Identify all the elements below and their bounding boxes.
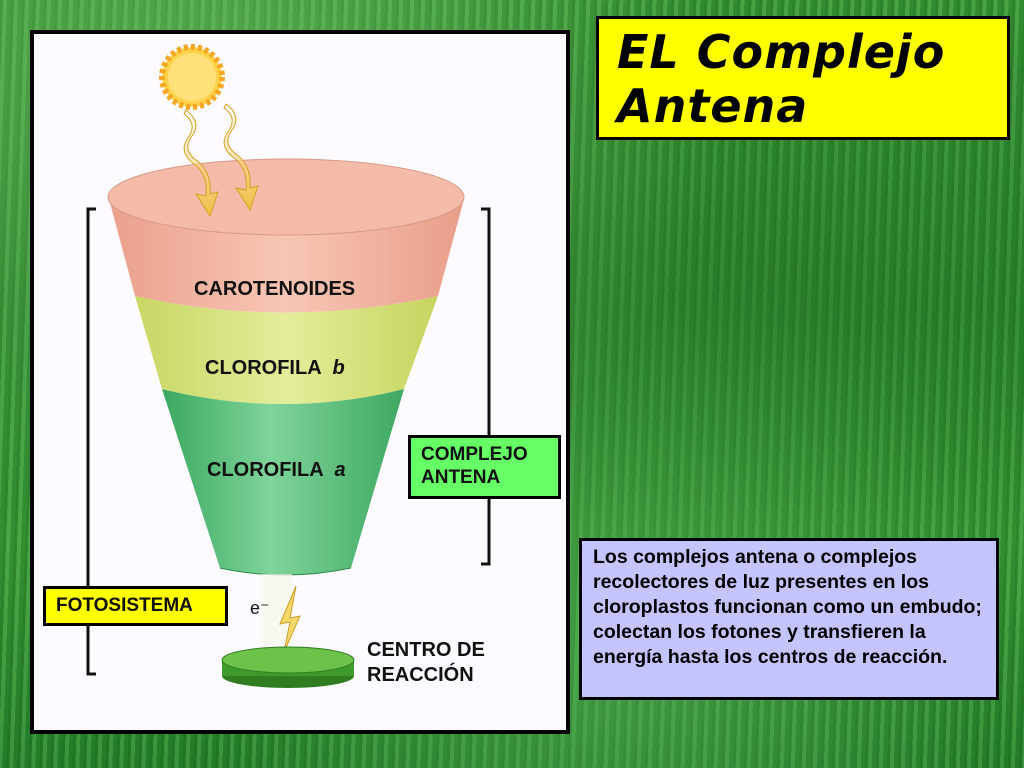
centro-line-2: REACCIÓN [367,664,474,686]
label-clorofila-a-text: CLOROFILA [207,459,323,481]
fotosistema-label: FOTOSISTEMA [43,586,228,626]
sun-icon [159,44,225,110]
description-box: Los complejos antena o complejos recolec… [579,538,999,700]
layer-clorofila-a [162,389,404,575]
funnel-top [107,158,465,236]
complejo-line-2: ANTENA [421,467,501,488]
reaction-center-disk [221,646,355,688]
layer-clorofila-b [135,296,438,404]
diagram-panel: CAROTENOIDES CLOROFILA b CLOROFILA a COM… [30,30,570,734]
label-clorofila-a-letter: a [334,459,346,481]
label-clorofila-a: CLOROFILA a [207,459,346,482]
photon-arrows-icon [183,103,259,218]
title-line-2: Antena [617,79,809,133]
title-box: EL Complejo Antena [596,16,1010,140]
electron-label: e⁻ [250,598,270,618]
fotosistema-bracket [86,207,96,676]
label-clorofila-b: CLOROFILA b [205,357,345,380]
label-carotenoides: CAROTENOIDES [194,278,356,300]
centro-line-1: CENTRO DE [367,639,485,661]
centro-reaccion-label: CENTRO DE REACCIÓN [367,638,485,688]
title-line-1: EL Complejo [617,25,946,79]
complejo-bracket [481,207,491,566]
complejo-antena-label: COMPLEJO ANTENA [408,435,561,499]
funnel-diagram [86,44,491,688]
complejo-line-1: COMPLEJO [421,444,528,465]
label-clorofila-b-text: CLOROFILA [205,357,321,379]
label-clorofila-b-letter: b [332,357,345,379]
